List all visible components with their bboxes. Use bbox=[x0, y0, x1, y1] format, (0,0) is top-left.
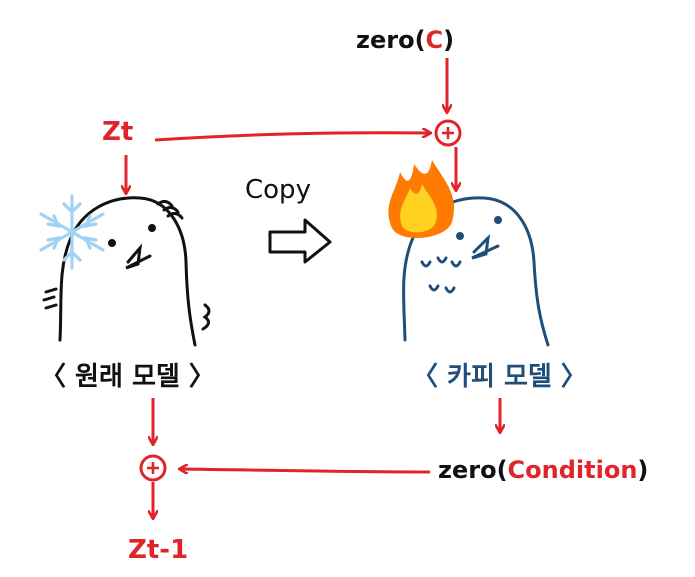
plus-circle-icon bbox=[139, 454, 167, 482]
arrow-icon bbox=[268, 218, 332, 264]
zero-condition-label: zero(Condition) bbox=[438, 456, 648, 484]
original-model-label: 〈 원래 모델 〉 bbox=[40, 362, 215, 392]
original-model-bird bbox=[42, 196, 211, 347]
zero-condition-to-plus-arrow bbox=[180, 469, 431, 472]
copy-model-bird bbox=[402, 196, 550, 347]
copy-label: Copy bbox=[245, 175, 311, 205]
zt-to-plus-arrow bbox=[154, 133, 430, 142]
zt-minus-1-label: Zt-1 bbox=[128, 535, 188, 565]
fire-icon bbox=[388, 160, 455, 239]
plus-circle-icon bbox=[434, 119, 462, 147]
copy-model-label: 〈 카피 모델 〉 bbox=[412, 362, 587, 392]
snowflake-icon bbox=[39, 194, 105, 270]
zt-label: Zt bbox=[102, 117, 133, 147]
zero-c-label: zero(C) bbox=[356, 26, 454, 54]
